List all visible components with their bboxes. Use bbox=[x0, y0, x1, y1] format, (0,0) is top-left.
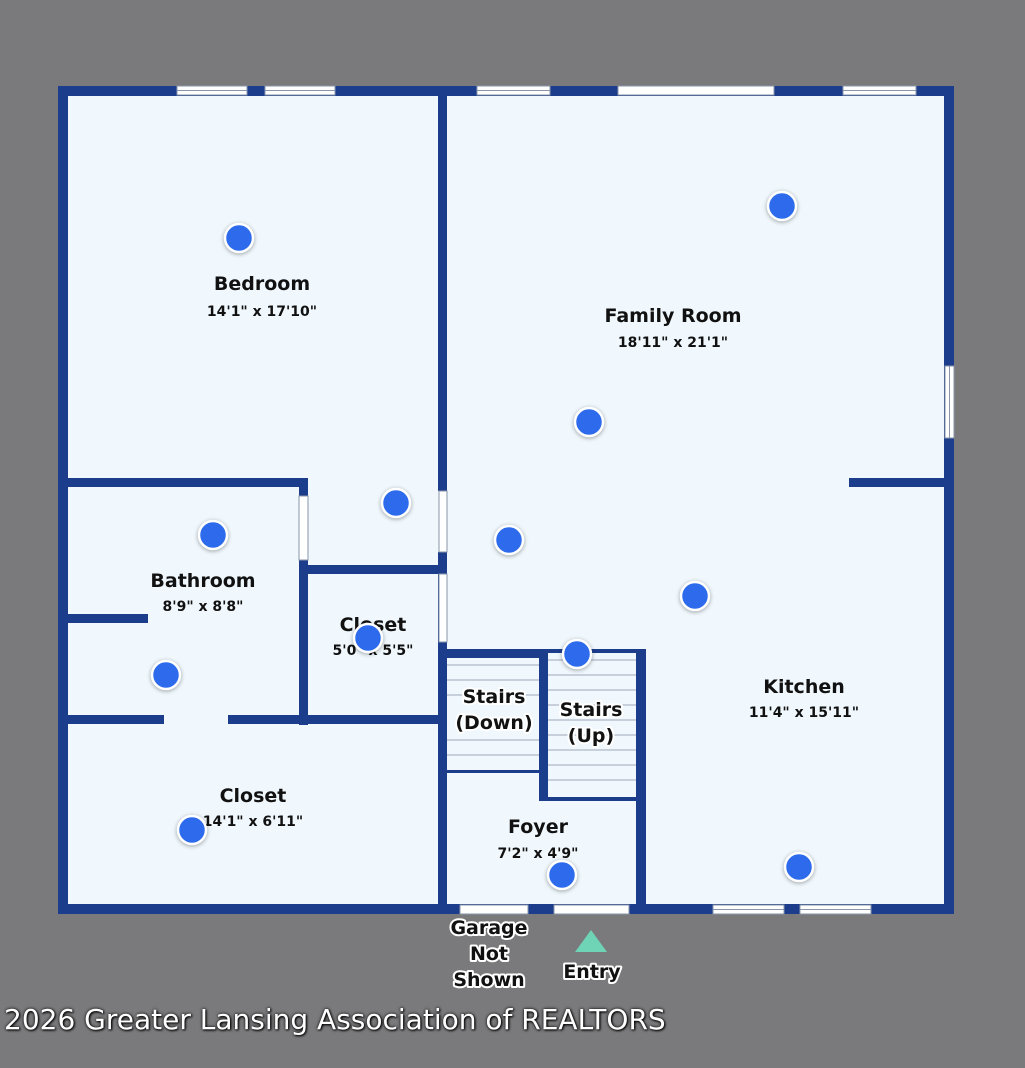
foyer-dims: 7'2" x 4'9" bbox=[498, 846, 579, 862]
entry-label: Entry bbox=[563, 961, 621, 983]
camera-hotspot-icon[interactable] bbox=[150, 659, 182, 691]
floor-area bbox=[63, 91, 949, 909]
copyright-notice: 2026 Greater Lansing Association of REAL… bbox=[4, 1003, 666, 1036]
family-room-name: Family Room bbox=[604, 305, 741, 327]
stairs-down-label-line2: (Down) bbox=[455, 712, 532, 734]
camera-hotspot-icon[interactable] bbox=[766, 190, 798, 222]
camera-hotspot-icon[interactable] bbox=[352, 622, 384, 654]
stairs-down-treads bbox=[447, 664, 540, 756]
door-openings bbox=[298, 85, 775, 915]
bathroom-dims: 8'9" x 8'8" bbox=[163, 599, 244, 615]
closet-large-name: Closet bbox=[220, 785, 287, 807]
stairs-up-label-line1: Stairs bbox=[560, 699, 623, 721]
family-room-dims: 18'11" x 21'1" bbox=[618, 335, 728, 351]
stairs-up-treads bbox=[548, 659, 637, 781]
camera-hotspot-icon[interactable] bbox=[783, 851, 815, 883]
stairs-down-label-line1: Stairs bbox=[463, 686, 526, 708]
garage-note-line2: Not bbox=[470, 943, 508, 965]
camera-hotspot-icon[interactable] bbox=[493, 524, 525, 556]
bedroom-dims: 14'1" x 17'10" bbox=[207, 304, 317, 320]
garage-note-line1: Garage bbox=[450, 917, 527, 939]
closet-large-dims: 14'1" x 6'11" bbox=[203, 814, 303, 830]
kitchen-dims: 11'4" x 15'11" bbox=[749, 705, 859, 721]
bathroom-name: Bathroom bbox=[150, 570, 255, 592]
camera-hotspot-icon[interactable] bbox=[176, 814, 208, 846]
camera-hotspot-icon[interactable] bbox=[197, 519, 229, 551]
photo-hotspots bbox=[150, 190, 815, 891]
bedroom-name: Bedroom bbox=[214, 273, 310, 295]
camera-hotspot-icon[interactable] bbox=[380, 487, 412, 519]
foyer-name: Foyer bbox=[508, 816, 569, 838]
camera-hotspot-icon[interactable] bbox=[573, 406, 605, 438]
entry-arrow-icon bbox=[575, 930, 607, 952]
camera-hotspot-icon[interactable] bbox=[546, 859, 578, 891]
camera-hotspot-icon[interactable] bbox=[223, 222, 255, 254]
stairs-up-label-line2: (Up) bbox=[568, 725, 614, 747]
camera-hotspot-icon[interactable] bbox=[679, 580, 711, 612]
window-panes bbox=[177, 90, 950, 910]
kitchen-name: Kitchen bbox=[763, 676, 845, 698]
garage-note-line3: Shown bbox=[453, 969, 524, 991]
camera-hotspot-icon[interactable] bbox=[561, 638, 593, 670]
